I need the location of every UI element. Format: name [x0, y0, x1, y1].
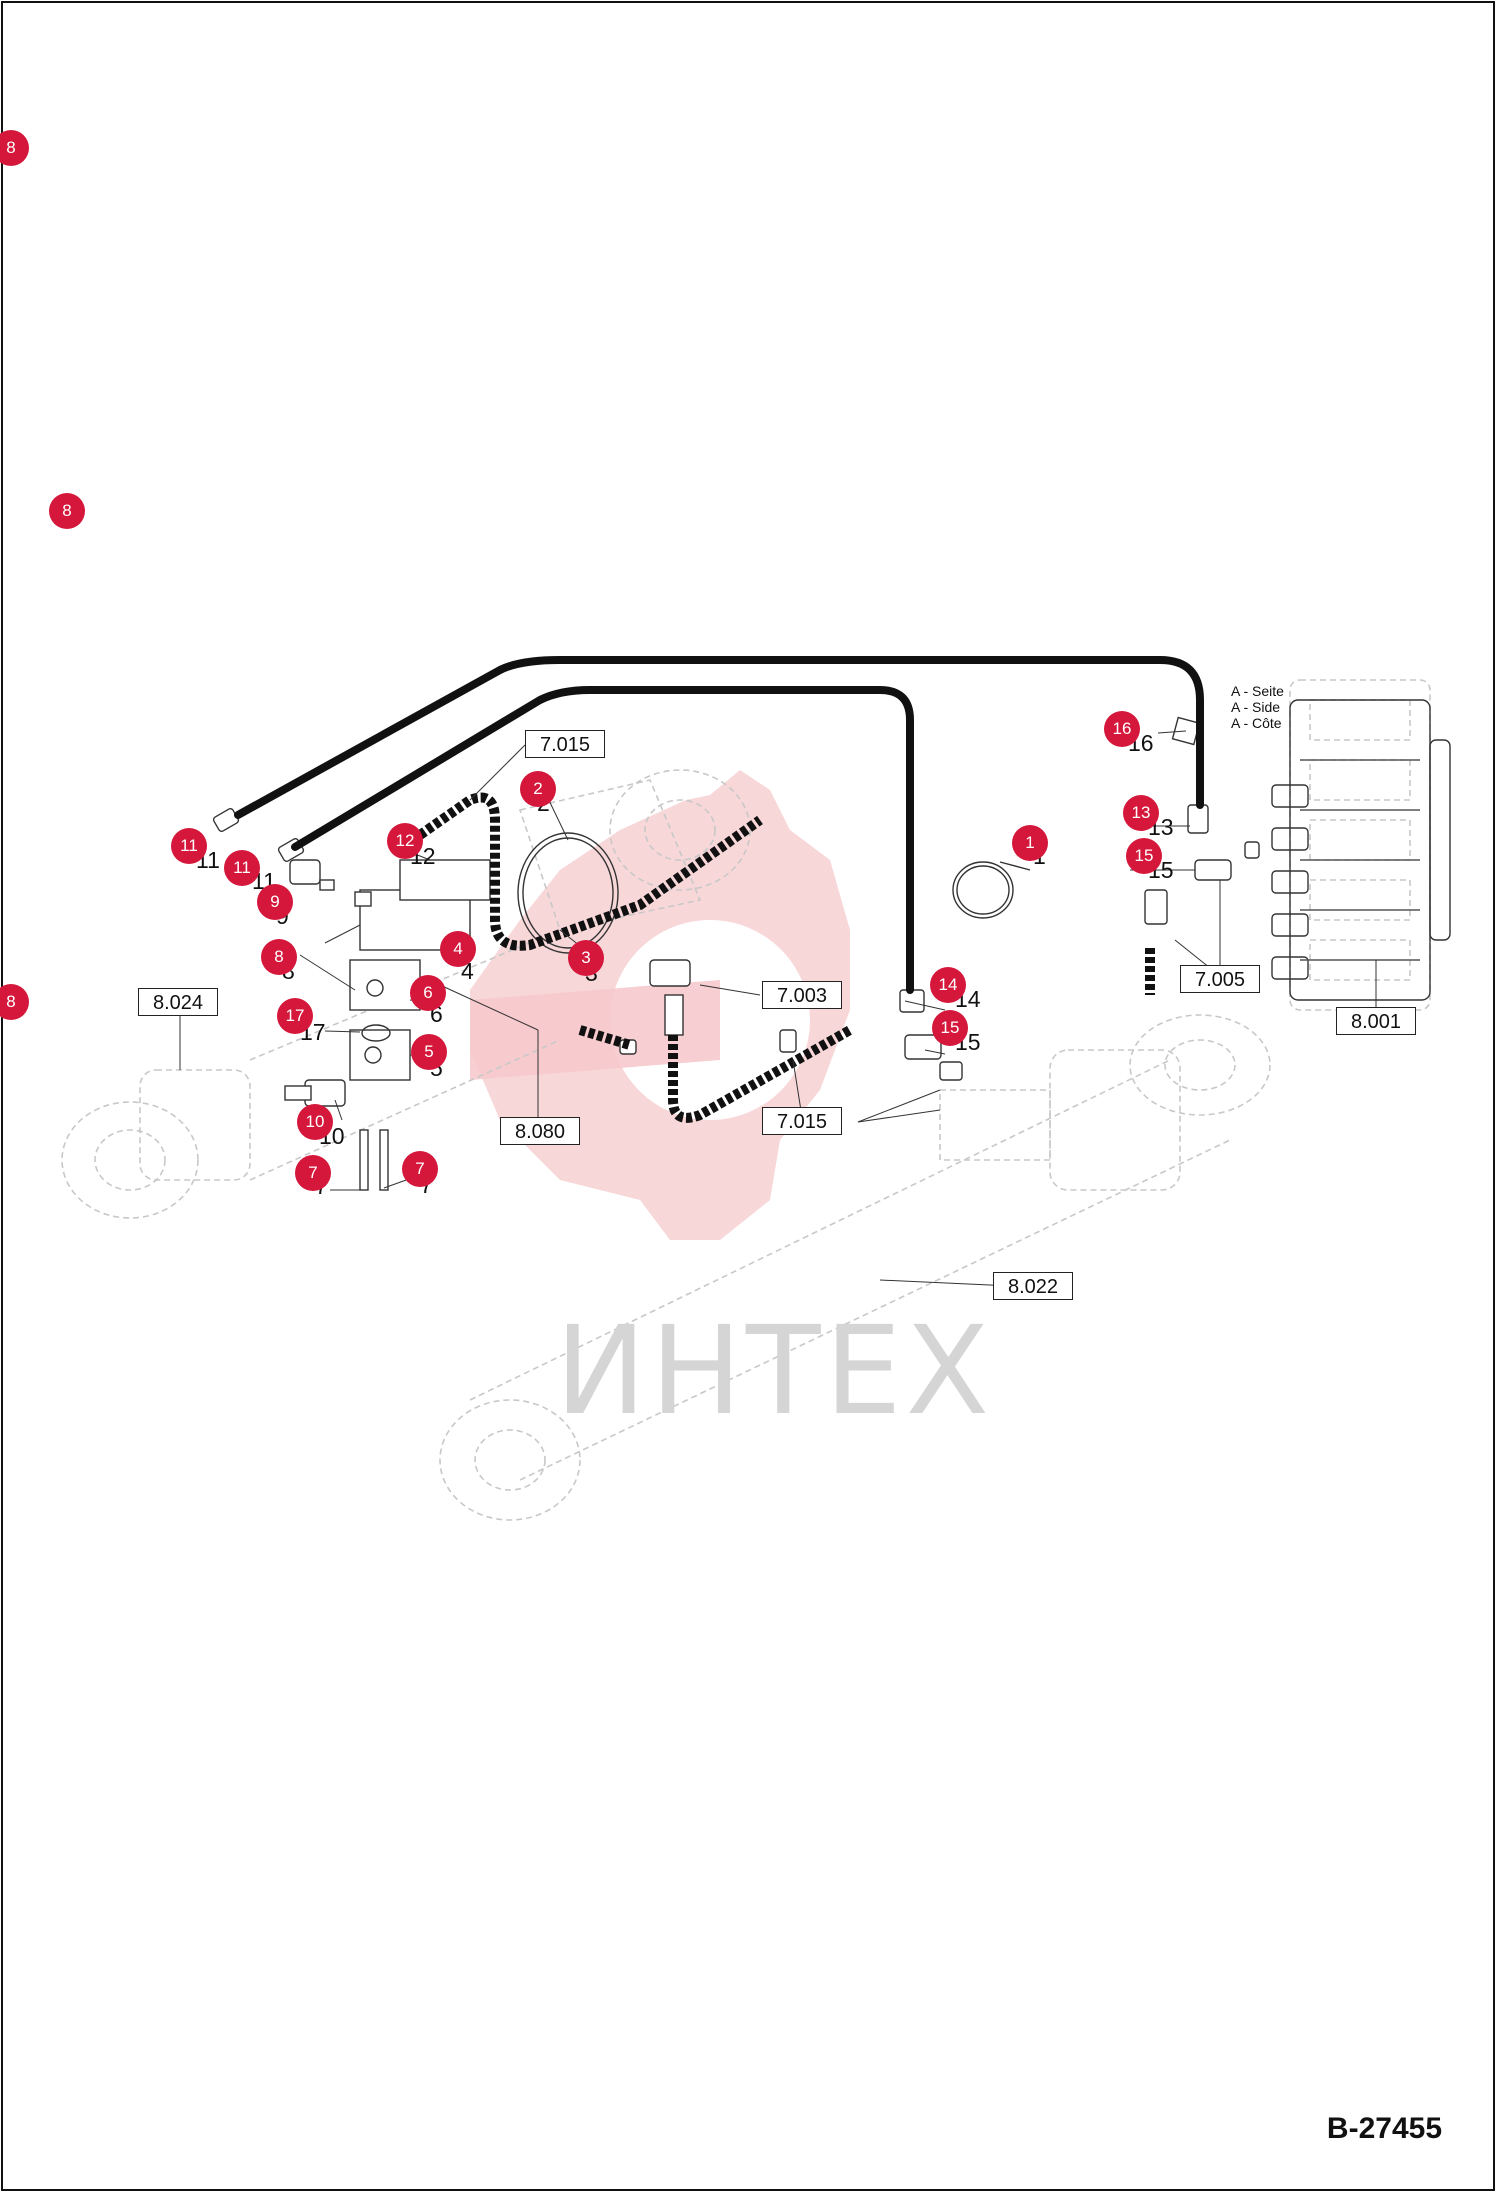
callout-badge[interactable]: 1 — [1012, 825, 1048, 861]
reference-box: 8.024 — [138, 988, 218, 1016]
reference-box: 7.015 — [762, 1107, 842, 1135]
reference-box: 7.003 — [762, 981, 842, 1009]
hydraulic-hoses — [234, 656, 1204, 994]
callout-badge[interactable]: 8 — [261, 939, 297, 975]
callout-badge[interactable]: 3 — [568, 940, 604, 976]
callout-badge[interactable]: 6 — [410, 975, 446, 1011]
side-note-line: A - Côte — [1231, 715, 1282, 731]
reference-box: 7.005 — [1180, 965, 1260, 993]
callout-badge[interactable]: 11 — [224, 850, 260, 886]
callout-badge[interactable]: 5 — [411, 1034, 447, 1070]
callout-badge[interactable]: 9 — [257, 884, 293, 920]
component-outlines — [61, 679, 1431, 1521]
side-note: A - Seite A - Side A - Côte — [1231, 683, 1284, 731]
callout-badge[interactable]: 8 — [0, 984, 29, 1020]
watermark-text: ИНТЕХ — [555, 1300, 994, 1442]
dashed-hoses — [417, 792, 1155, 1123]
callout-badge[interactable]: 8 — [49, 493, 85, 529]
callout-badge[interactable]: 15 — [1126, 838, 1162, 874]
callout-badge[interactable]: 17 — [277, 998, 313, 1034]
callout-badge[interactable]: 7 — [402, 1151, 438, 1187]
document-code: B-27455 — [1326, 2112, 1442, 2145]
reference-box: 8.080 — [500, 1117, 580, 1145]
hose-clamp — [952, 861, 1031, 919]
callout-badge[interactable]: 8 — [0, 130, 29, 166]
control-valve-block — [1271, 699, 1451, 1001]
callout-badge[interactable]: 13 — [1123, 795, 1159, 831]
manifold-block — [284, 859, 491, 1191]
reference-box: 7.015 — [525, 730, 605, 758]
callout-badge[interactable]: 11 — [171, 828, 207, 864]
side-note-line: A - Side — [1231, 699, 1281, 715]
reference-box: 8.001 — [1336, 1007, 1416, 1035]
callout-badge[interactable]: 2 — [520, 771, 556, 807]
side-note-line: A - Seite — [1231, 683, 1284, 699]
reference-box: 8.022 — [993, 1272, 1073, 1300]
callout-badge[interactable]: 7 — [295, 1155, 331, 1191]
callout-badge[interactable]: 15 — [932, 1010, 968, 1046]
callout-badge[interactable]: 4 — [440, 931, 476, 967]
callout-badge[interactable]: 12 — [387, 823, 423, 859]
callout-badge[interactable]: 10 — [297, 1104, 333, 1140]
callout-badge[interactable]: 14 — [930, 967, 966, 1003]
callout-badge[interactable]: 16 — [1104, 711, 1140, 747]
